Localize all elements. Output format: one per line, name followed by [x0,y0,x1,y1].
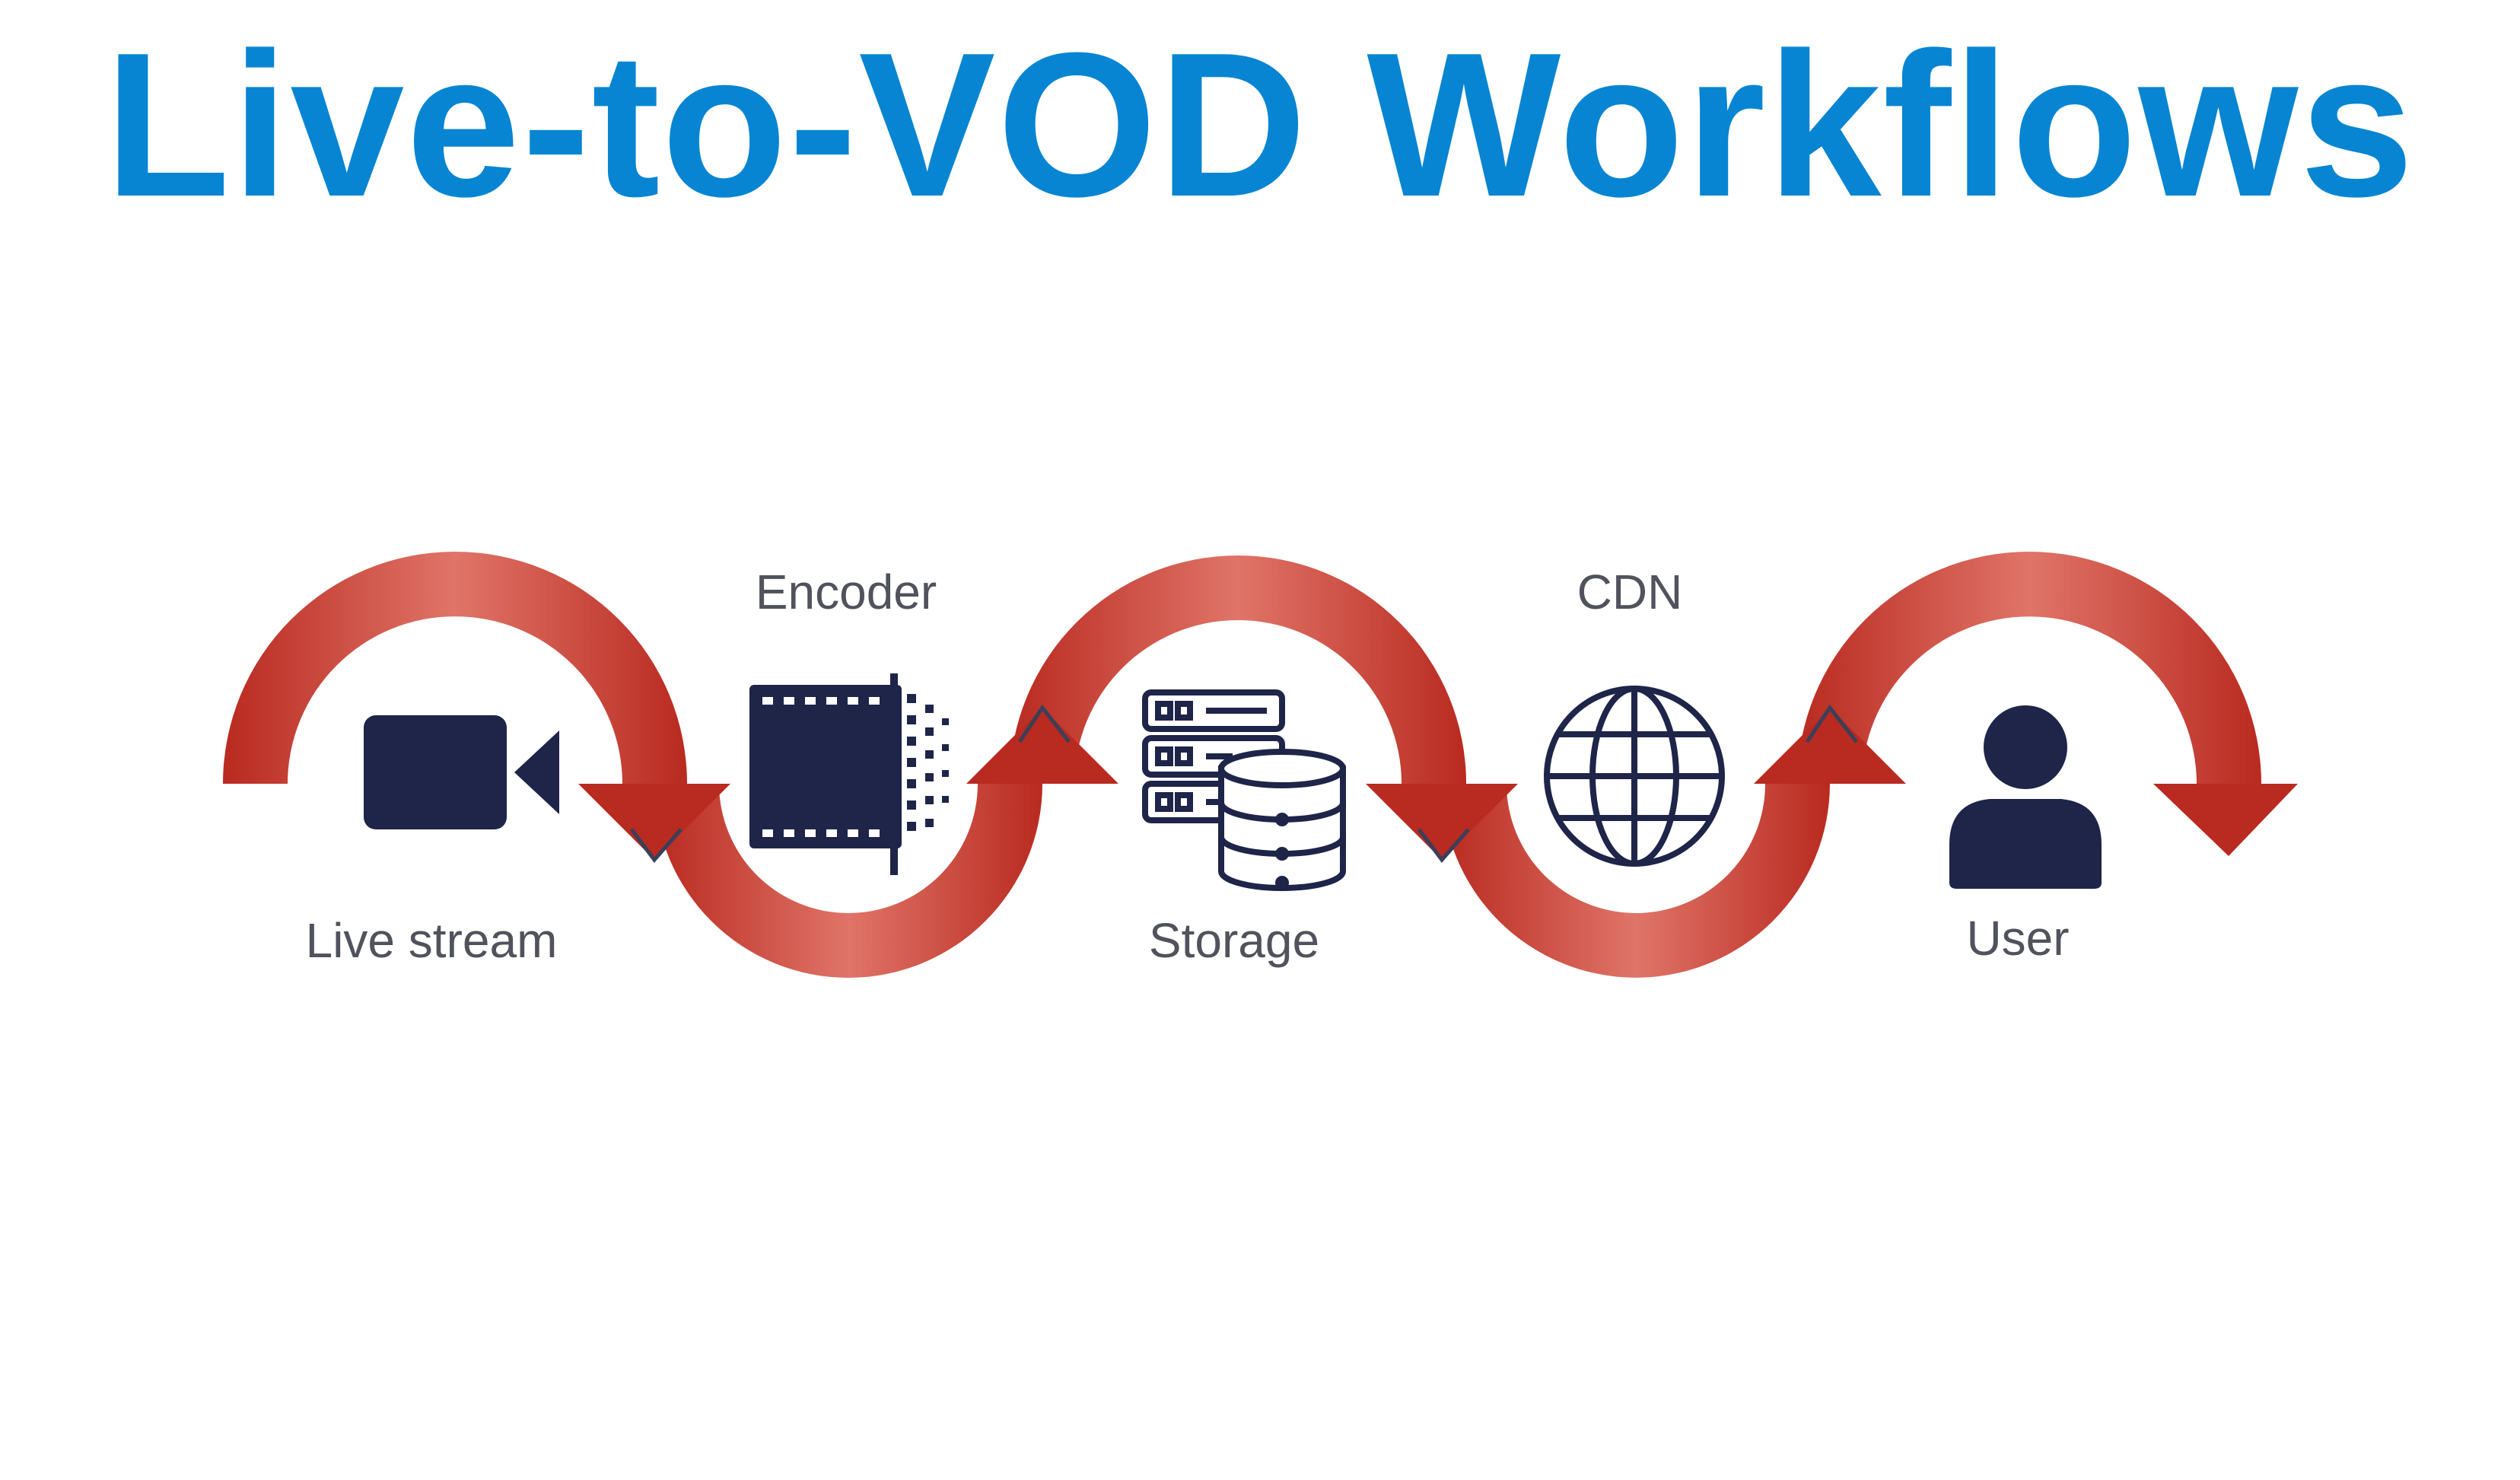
globe-icon [1544,686,1725,867]
arrow-seam-2 [1017,704,1071,743]
arrow-seam-4 [1805,704,1858,743]
arrowhead-down-1 [578,784,730,860]
arrow-dip-1 [654,784,1042,978]
flow-arrows [223,552,2298,978]
arrow-arch-1 [223,552,687,784]
server-database-icon [1142,689,1346,891]
stage-label-live-stream: Live stream [306,913,558,968]
arrow-arch-3 [1797,552,2261,784]
stage-label-encoder: Encoder [756,565,937,619]
arrow-seam-3 [1418,828,1470,863]
page-title: Live-to-VOD Workflows [104,11,2416,240]
arrowhead-down-2 [1366,784,1518,860]
arrow-seam-1 [630,828,682,863]
arrow-dip-2 [1442,784,1830,978]
arrowhead-up-1 [966,708,1118,784]
arrowhead-up-2 [1754,708,1906,784]
stage-label-user: User [1966,911,2069,966]
user-icon [1949,705,2102,889]
arrow-arch-2 [1010,555,1466,784]
stage-label-cdn: CDN [1577,565,1683,619]
encoder-film-icon [749,673,949,875]
video-camera-icon [364,715,559,829]
stage-label-storage: Storage [1149,913,1319,968]
arrowhead-down-3 [2153,784,2298,856]
